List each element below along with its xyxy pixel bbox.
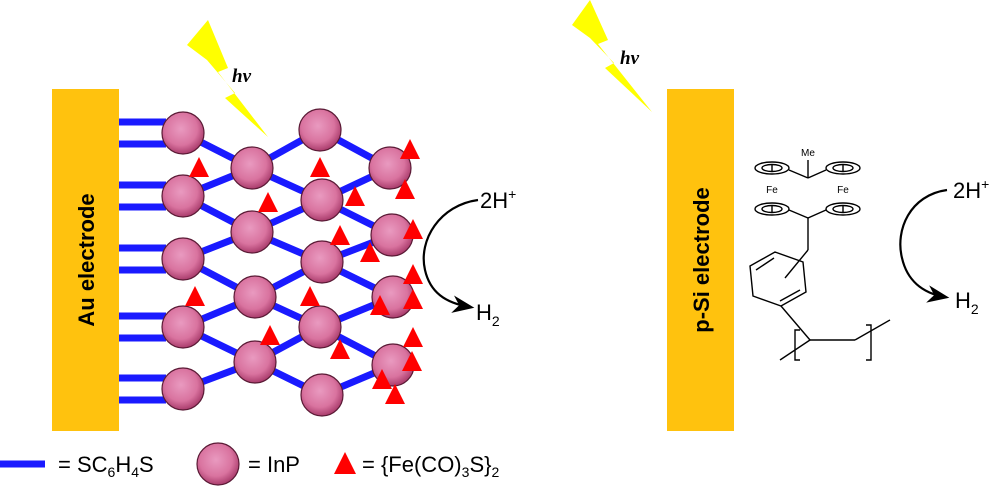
inp-nanoparticle (161, 367, 205, 411)
inp-nanoparticle (161, 174, 205, 218)
light-bolt-icon (187, 20, 268, 137)
reaction-arrow (422, 198, 479, 313)
fe-catalyst-triangle (403, 327, 423, 347)
fe-catalyst-triangle (395, 179, 415, 199)
right-panel: hν p-Si electrode (572, 0, 989, 431)
inp-nanoparticle (161, 111, 205, 155)
p-si-electrode (667, 89, 734, 431)
fe-catalyst-triangle (330, 339, 350, 359)
inp-nanoparticle (230, 146, 274, 190)
fe-catalyst-triangle (345, 186, 365, 206)
light-bolt-icon (572, 0, 652, 112)
fe-catalyst-triangle (300, 286, 320, 306)
inp-nanoparticle (233, 340, 277, 384)
inp-nanoparticle (161, 305, 205, 349)
legend-catalyst-label: = {Fe(CO)3S}2 (362, 452, 499, 480)
fe-catalyst-triangle (189, 157, 209, 177)
nanoparticle-lattice (119, 108, 423, 417)
inp-nanoparticle (368, 146, 412, 190)
inp-nanoparticle (161, 237, 205, 281)
fe-catalyst-triangle (403, 219, 423, 239)
fe-catalyst-triangle (403, 264, 423, 284)
iron-label: Fe (766, 185, 778, 196)
inp-nanoparticle (230, 210, 274, 254)
inp-nanoparticle (300, 240, 344, 284)
fe-catalyst-triangle (372, 369, 392, 389)
fe-catalyst-triangle (402, 351, 422, 371)
inp-nanoparticle (233, 275, 277, 319)
au-electrode (52, 89, 119, 431)
light-label: hν (620, 48, 640, 69)
fe-catalyst-triangle (370, 295, 390, 315)
reactant-label: 2H+ (953, 176, 989, 203)
reactant-label: 2H+ (480, 186, 516, 213)
light-label: hν (232, 66, 252, 87)
inp-nanoparticle (298, 108, 342, 152)
product-label: H2 (955, 288, 979, 317)
methyl-label: Me (801, 148, 815, 159)
fe-catalyst-triangle (258, 192, 278, 212)
product-label: H2 (476, 300, 500, 329)
legend-catalyst-swatch (334, 452, 356, 474)
fe-catalyst-triangle (360, 242, 380, 262)
inp-nanoparticle (300, 373, 344, 417)
ferrocene-polymer-structure: Me Fe Fe (749, 148, 891, 361)
fe-catalyst-triangle (185, 286, 205, 306)
legend-nanoparticle-swatch (196, 442, 240, 486)
legend: = SC6H4S = InP = {Fe(CO)3S}2 (0, 442, 499, 486)
inp-nanoparticle (298, 305, 342, 349)
fe-catalyst-triangle (385, 384, 405, 404)
fe-catalyst-triangle (310, 157, 330, 177)
left-panel: hν Au electrode 2H+ H2 (52, 20, 516, 431)
p-si-electrode-label: p-Si electrode (689, 187, 714, 332)
iron-label: Fe (837, 185, 849, 196)
au-electrode-label: Au electrode (74, 193, 99, 326)
reaction-arrow (899, 188, 950, 303)
inp-nanoparticle (300, 178, 344, 222)
legend-nanoparticle-label: = InP (248, 452, 300, 477)
fe-catalyst-triangle (260, 325, 280, 345)
fe-catalyst-triangle (400, 139, 420, 159)
fe-catalyst-triangle (403, 289, 423, 309)
legend-linker-label: = SC6H4S (58, 452, 154, 480)
fe-catalyst-triangle (330, 225, 350, 245)
